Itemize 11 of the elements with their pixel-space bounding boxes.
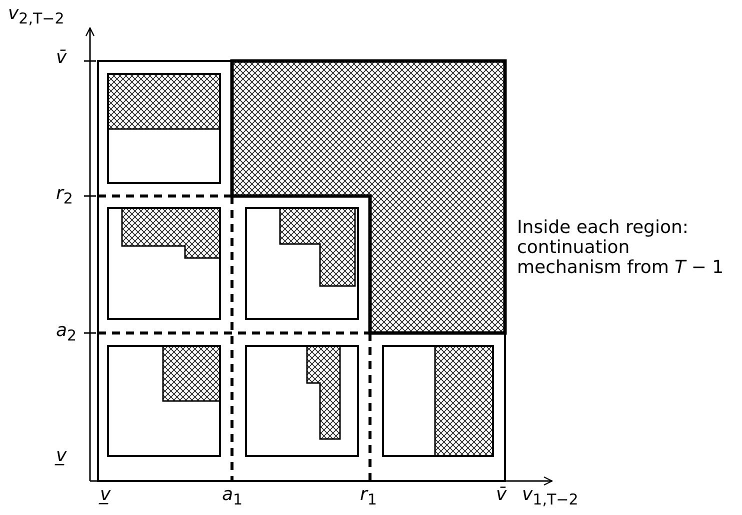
tick-label: v̄: [496, 485, 507, 505]
tick-label: a$_{1}$: [222, 485, 243, 510]
tick-label: r$_{2}$: [56, 184, 73, 209]
tick-label: r$_{1}$: [360, 485, 377, 510]
note-text: Inside each region: continuation mechanism from T − 1: [517, 218, 725, 278]
tick-label: v̲: [100, 485, 111, 505]
tick-label: v̲: [56, 446, 67, 466]
axis-label: v$_{2,T−2}$: [8, 4, 64, 29]
tick-label: a$_{2}$: [56, 321, 77, 346]
axis-label: v$_{1,T−2}$: [522, 485, 578, 510]
tick-label: v̄: [56, 48, 67, 68]
